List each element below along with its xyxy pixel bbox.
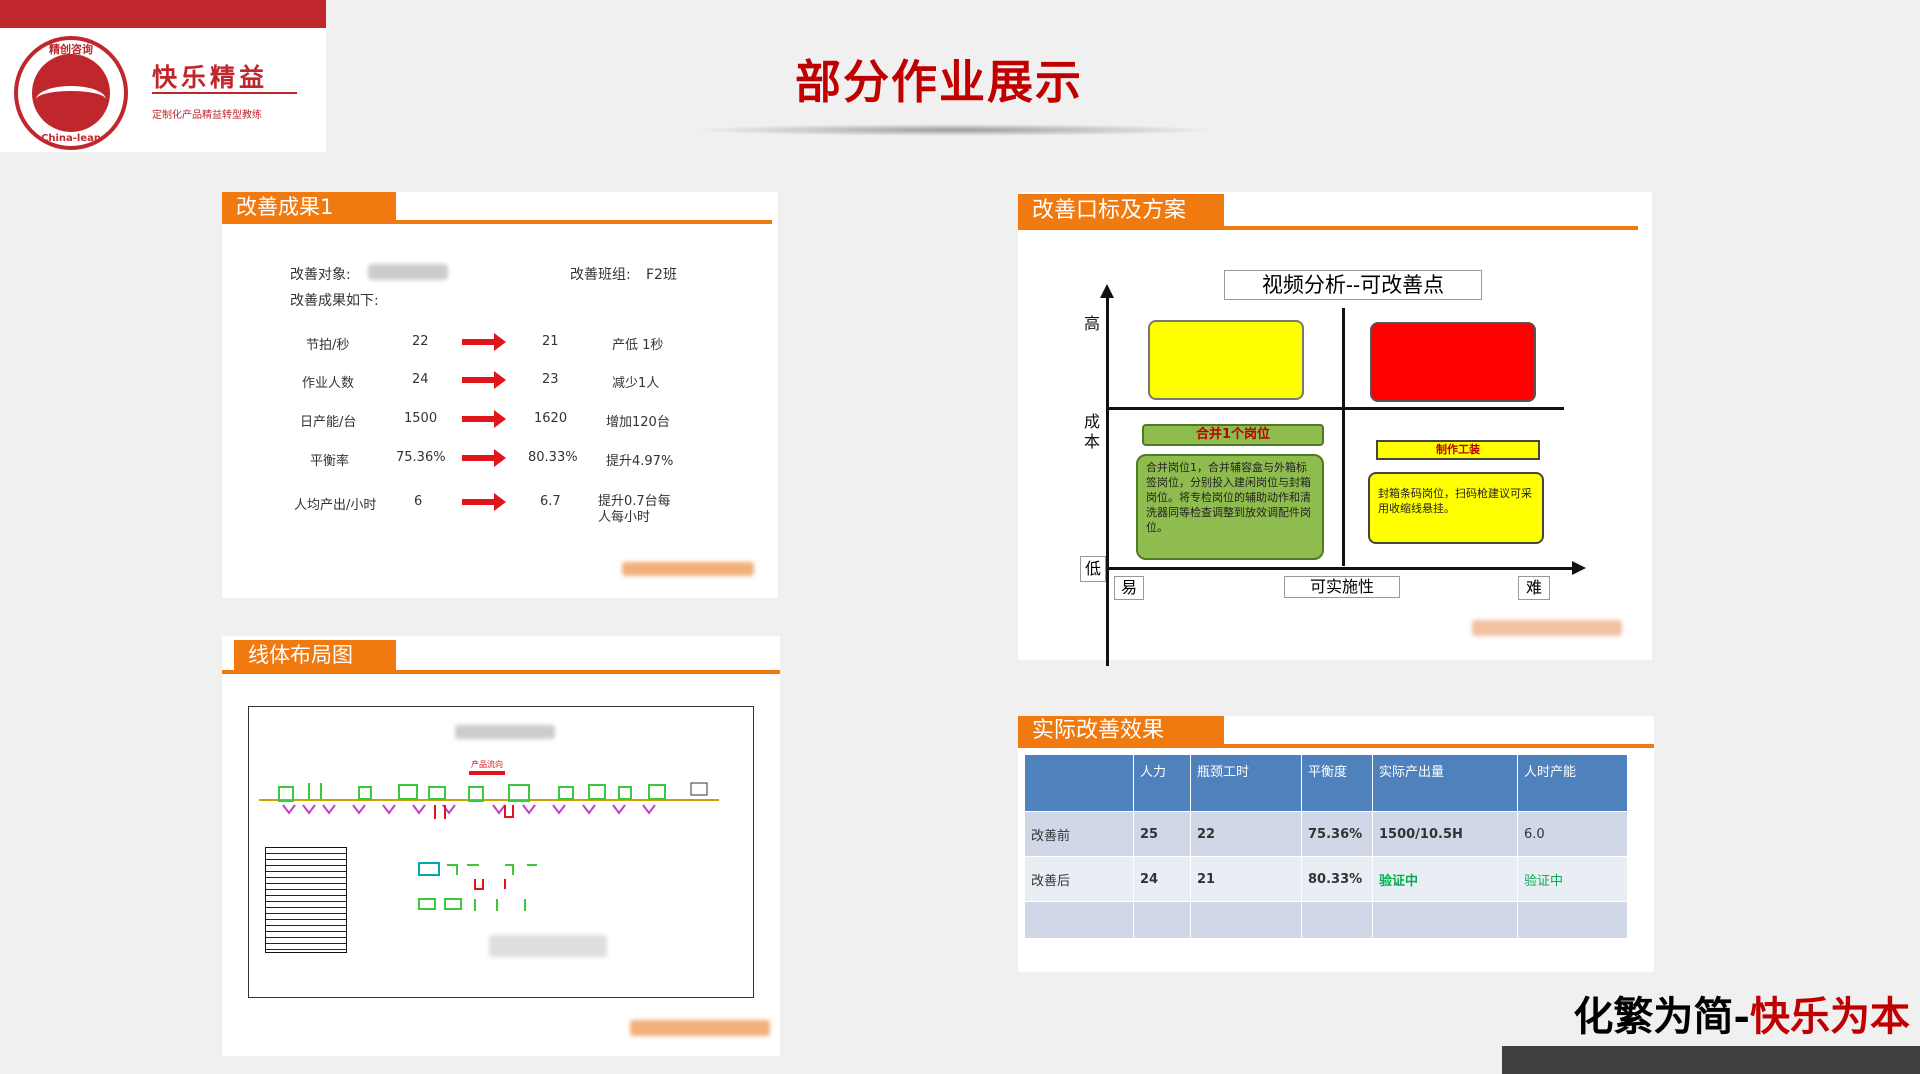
brand-slogan: 定制化产品精益转型教练 <box>152 110 262 121</box>
logo-seal: 精创咨询 China-lean <box>14 36 128 150</box>
arrow-icon <box>462 493 506 511</box>
results-table: 人力 瓶颈工时 平衡度 实际产出量 人时产能 改善前 25 22 75.36% … <box>1024 754 1628 939</box>
green-note: 合并岗位1，合并辅容盒与外箱标签岗位，分别投入建闲岗位与封箱岗位。将专检岗位的辅… <box>1136 454 1324 560</box>
panel-layout: 线体布局图 产品流向 <box>222 636 780 1056</box>
panel-goals-tab: 改善口标及方案 <box>1018 194 1224 228</box>
y-axis <box>1106 288 1109 666</box>
quadrant-low-cost-easy <box>1148 320 1304 400</box>
panel-actual-results: 实际改善效果 人力 瓶颈工时 平衡度 实际产出量 人时产能 改善前 25 22 … <box>1018 716 1654 972</box>
seal-bottom-text: China-lean <box>41 133 101 144</box>
table-row <box>1024 901 1628 939</box>
redacted-footer <box>1472 620 1622 636</box>
page-title: 部分作业展示 <box>795 55 1083 109</box>
panel-results: 改善成果1 改善对象: 改善班组: F2班 改善成果如下: 节拍/秒 22 21… <box>222 192 778 598</box>
redacted-footer <box>622 562 754 576</box>
layout-drawing: 产品流向 <box>248 706 754 998</box>
yellow-note: 封箱条码岗位，扫码枪建议可采用收缩线悬挂。 <box>1368 472 1544 544</box>
footer-slogan: 化繁为简-快乐为本 <box>1573 993 1910 1040</box>
arrow-icon <box>462 449 506 467</box>
panel-goals: 改善口标及方案 视频分析--可改善点 高 成本 低 易 可实施性 难 合并1个岗… <box>1018 192 1652 666</box>
logo: 精创咨询 China-lean 快乐精益 定制化产品精益转型教练 <box>0 28 326 152</box>
panel-actual-results-tab: 实际改善效果 <box>1018 716 1224 746</box>
green-label: 合并1个岗位 <box>1142 424 1324 446</box>
table-row: 改善后 24 21 80.33% 验证中 验证中 <box>1024 856 1628 902</box>
table-header-row: 人力 瓶颈工时 平衡度 实际产出量 人时产能 <box>1024 754 1628 812</box>
flow-label: 产品流向 <box>471 760 503 769</box>
flow-arrow-icon <box>469 771 505 775</box>
table-row: 改善前 25 22 75.36% 1500/10.5H 6.0 <box>1024 811 1628 857</box>
results-label: 改善成果如下: <box>290 293 379 309</box>
quadrant-high-cost-hard <box>1370 322 1536 402</box>
panel-results-tab: 改善成果1 <box>222 192 396 222</box>
yellow-label: 制作工装 <box>1376 440 1540 460</box>
arrow-icon <box>462 410 506 428</box>
panel-layout-tab: 线体布局图 <box>234 640 396 670</box>
footer-bar <box>1502 1046 1920 1074</box>
seal-top-text: 精创咨询 <box>49 43 93 56</box>
arrow-icon <box>462 333 506 351</box>
brand-name: 快乐精益 <box>152 63 269 92</box>
team-value: F2班 <box>646 267 677 283</box>
team-label: 改善班组: <box>570 267 631 283</box>
line-stations <box>278 782 708 819</box>
x-axis <box>1106 567 1576 570</box>
chart-title: 视频分析--可改善点 <box>1224 270 1482 300</box>
object-label: 改善对象: <box>290 267 351 283</box>
layout-detail <box>418 862 537 911</box>
arrow-icon <box>462 371 506 389</box>
redacted-footer <box>630 1020 770 1036</box>
redacted-object <box>368 264 448 280</box>
top-accent-bar <box>0 0 326 28</box>
layout-legend-table <box>265 847 347 953</box>
